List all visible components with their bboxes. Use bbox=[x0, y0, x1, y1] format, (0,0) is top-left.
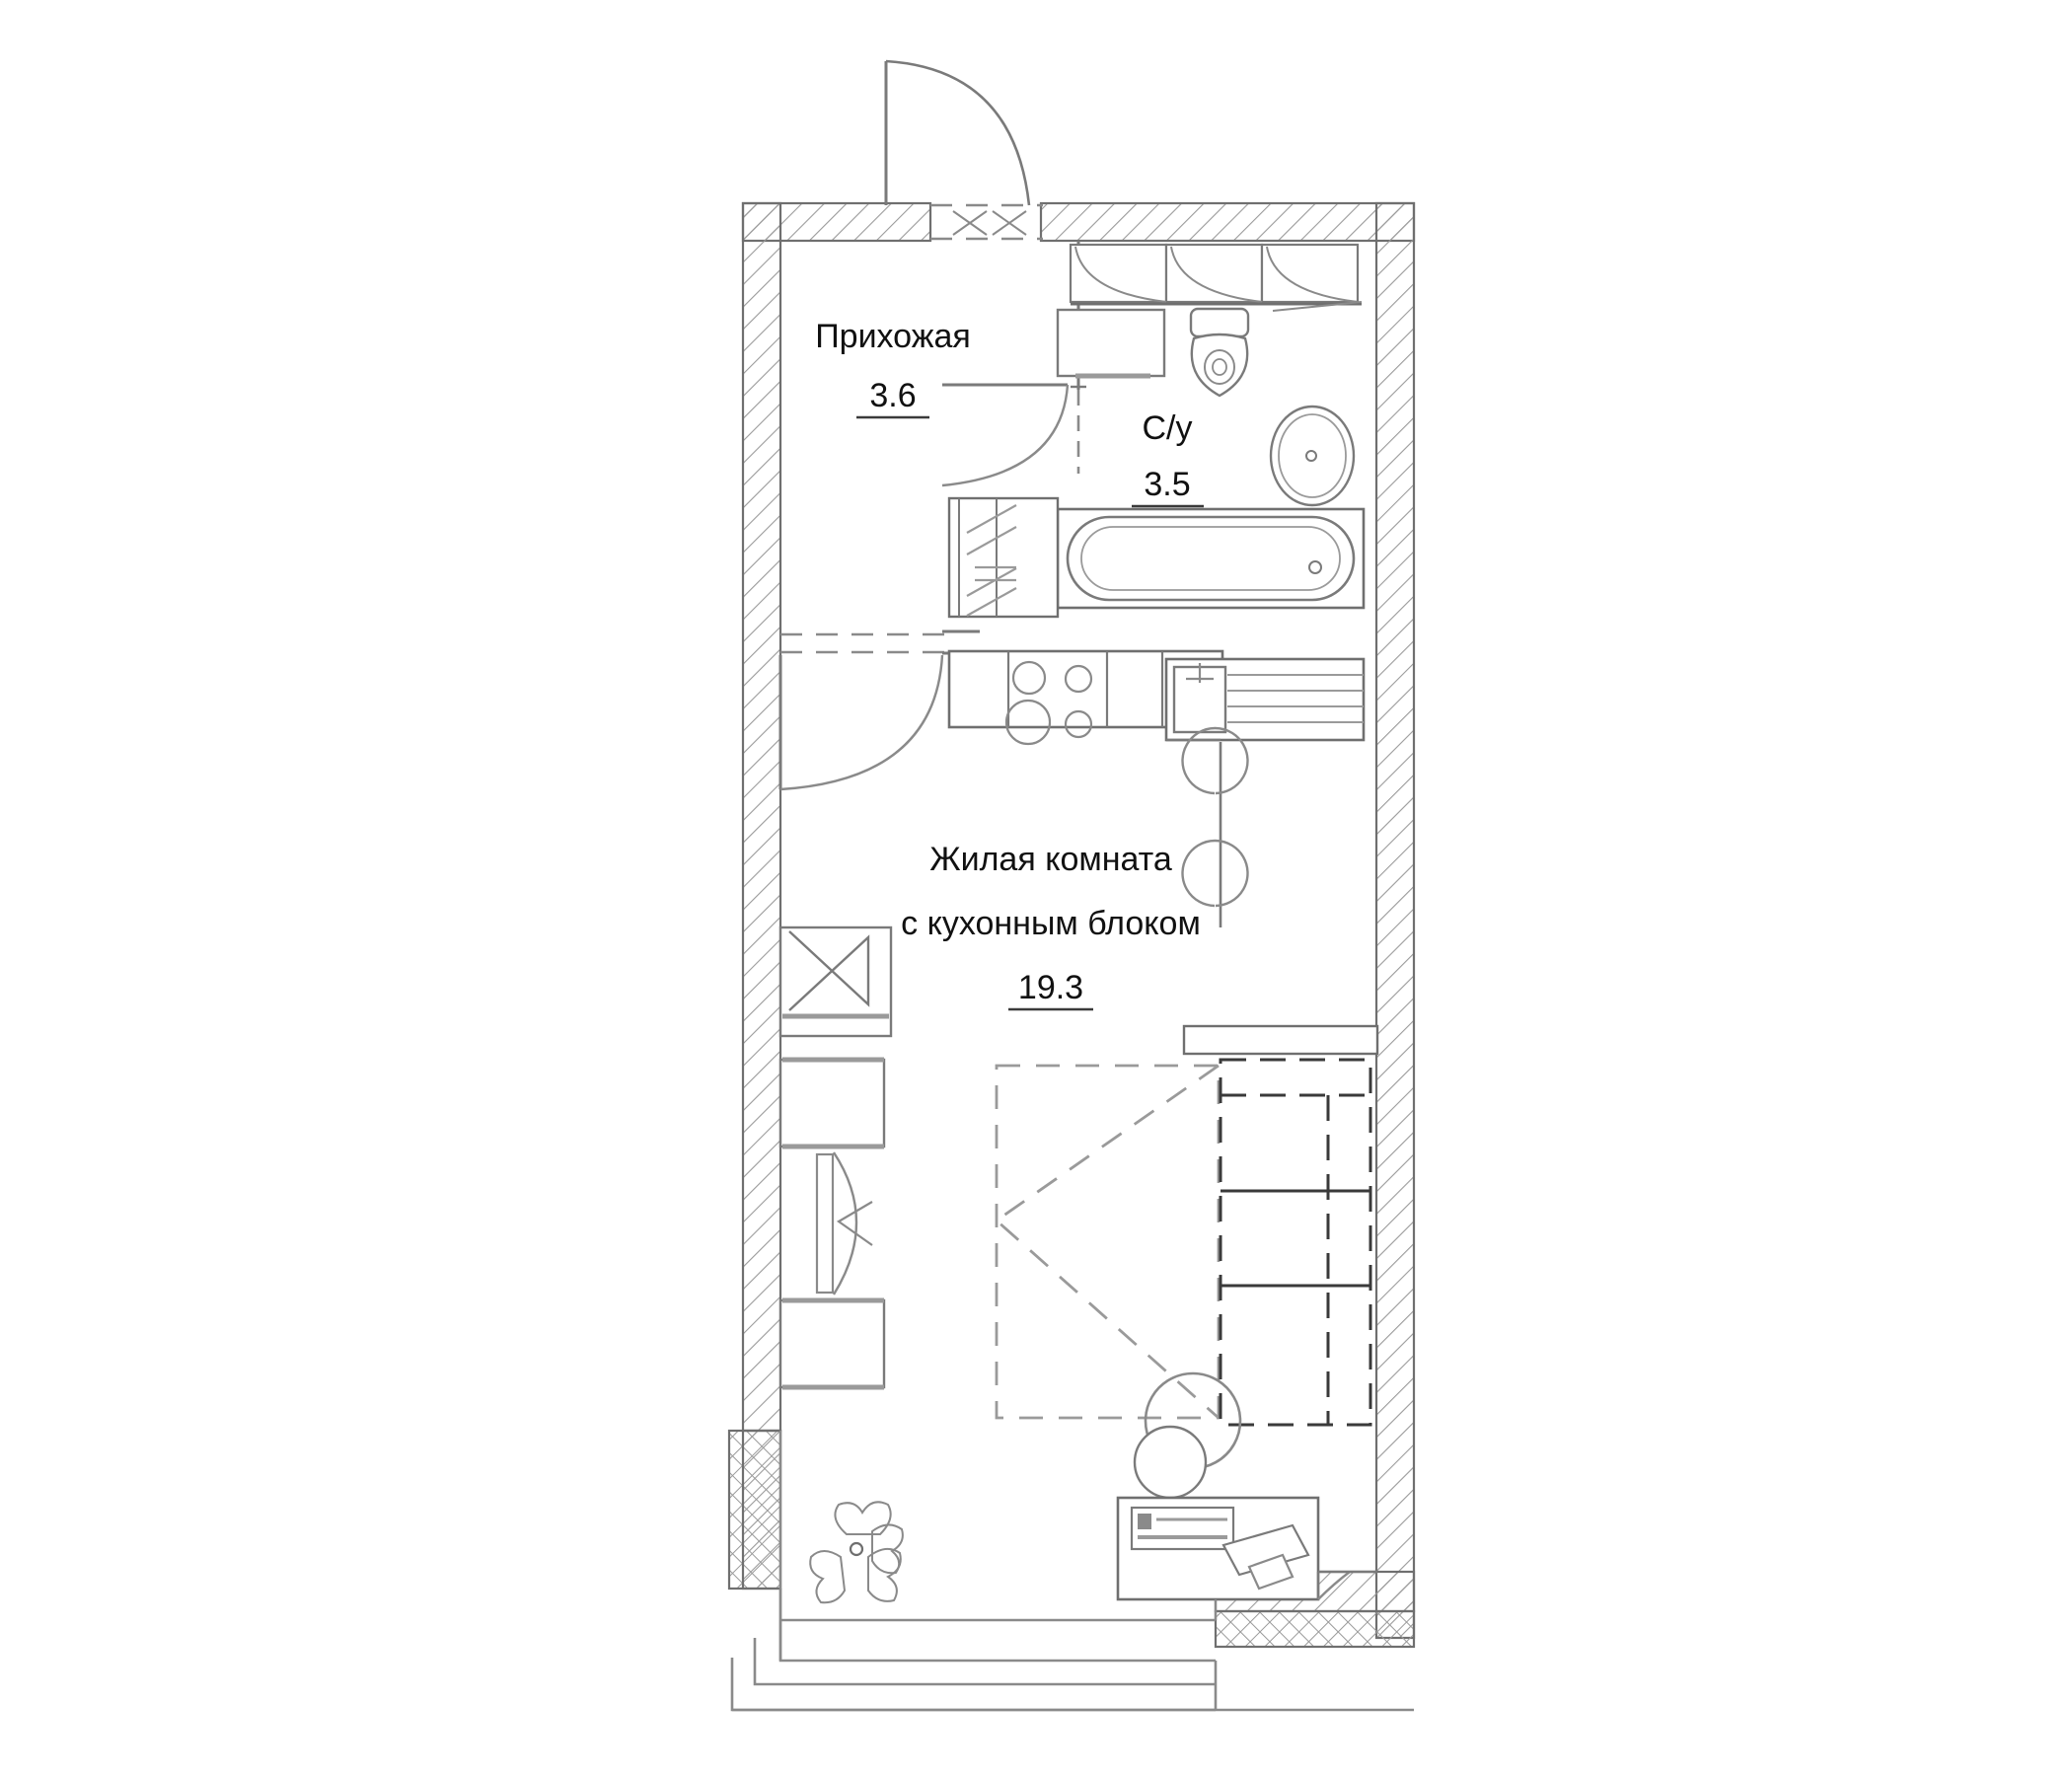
balcony-door[interactable] bbox=[1316, 1570, 1377, 1600]
wall-left bbox=[741, 201, 782, 1433]
rug-zone bbox=[994, 1064, 1221, 1420]
hatched-cabinet bbox=[947, 496, 1060, 619]
entry-door[interactable] bbox=[884, 59, 1031, 206]
label-bathroom-name: С/у bbox=[1143, 409, 1193, 447]
bar-stools bbox=[1181, 726, 1249, 908]
wall-top-right bbox=[1039, 201, 1416, 243]
label-living-name-1: Жилая комната bbox=[929, 841, 1172, 878]
room-door[interactable] bbox=[778, 654, 944, 791]
sink bbox=[1269, 405, 1356, 507]
sofa bbox=[778, 1057, 886, 1390]
desk-area bbox=[1116, 1371, 1377, 1601]
washer bbox=[1056, 308, 1166, 379]
hallway-door[interactable] bbox=[941, 383, 1070, 487]
laptop bbox=[1221, 1523, 1310, 1591]
bathtub bbox=[1056, 507, 1366, 610]
balcony-glazing bbox=[730, 1589, 1414, 1712]
keyboard bbox=[1130, 1506, 1235, 1551]
closet-left bbox=[778, 925, 893, 1038]
label-hallway-name: Прихожая bbox=[815, 318, 971, 355]
outer-walls bbox=[727, 201, 1416, 1649]
desk-chair bbox=[1133, 1371, 1242, 1500]
label-bathroom-area: 3.5 bbox=[1144, 466, 1190, 503]
label-hallway-area: 3.6 bbox=[869, 377, 916, 414]
toilet bbox=[1189, 307, 1250, 398]
wall-left-lower bbox=[741, 1429, 782, 1591]
bathroom-fixtures bbox=[947, 243, 1366, 619]
bed bbox=[1182, 1024, 1379, 1427]
bed-headboard bbox=[1182, 1024, 1379, 1056]
wardrobe bbox=[1069, 243, 1363, 312]
stove bbox=[1004, 660, 1093, 746]
room-labels: Прихожая 3.6 С/у 3.5 Жилая комната с кух… bbox=[815, 318, 1204, 1011]
kitchen-block bbox=[947, 649, 1366, 927]
plant bbox=[809, 1501, 904, 1604]
kitchen-sink bbox=[1164, 657, 1366, 742]
label-living-name-2: с кухонным блоком bbox=[901, 905, 1201, 942]
wall-right bbox=[1374, 201, 1416, 1640]
label-living-area: 19.3 bbox=[1018, 969, 1083, 1006]
wall-bottom-right-cross bbox=[1214, 1609, 1416, 1649]
entry-door-opening bbox=[930, 203, 1043, 241]
room-outline bbox=[778, 1431, 1218, 1622]
